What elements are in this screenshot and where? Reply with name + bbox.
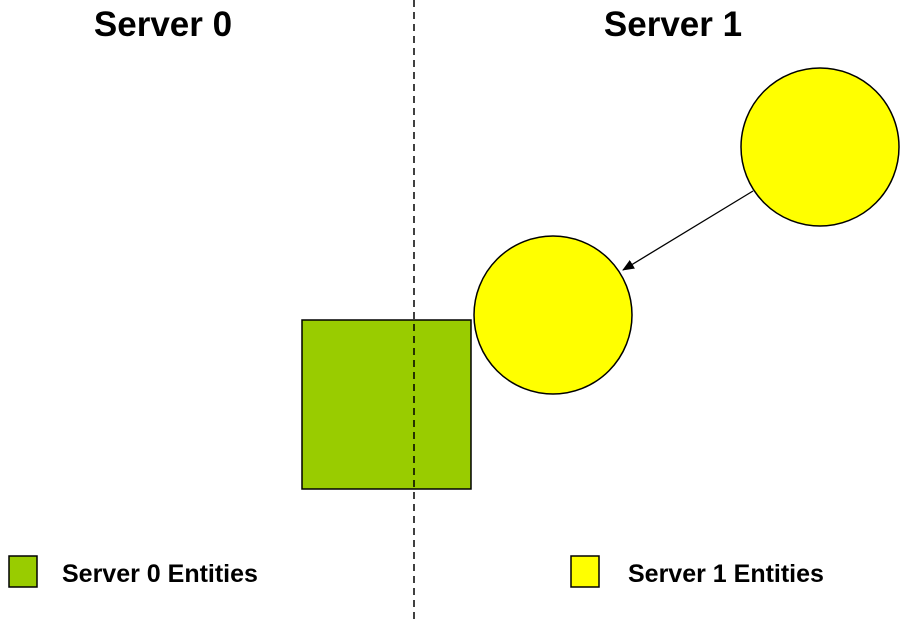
server-1-entity-circle-upper — [740, 67, 900, 227]
legend-swatch-server-1 — [570, 555, 600, 588]
legend-label-server-1: Server 1 Entities — [628, 560, 824, 588]
legend-swatch-server-0 — [8, 555, 38, 588]
server-1-title: Server 1 — [604, 5, 742, 44]
server-0-entity-square — [301, 319, 472, 490]
movement-arrow — [622, 190, 754, 271]
server-0-title: Server 0 — [94, 5, 232, 44]
legend-label-server-0: Server 0 Entities — [62, 560, 258, 588]
server-1-entity-circle-lower — [473, 235, 633, 395]
